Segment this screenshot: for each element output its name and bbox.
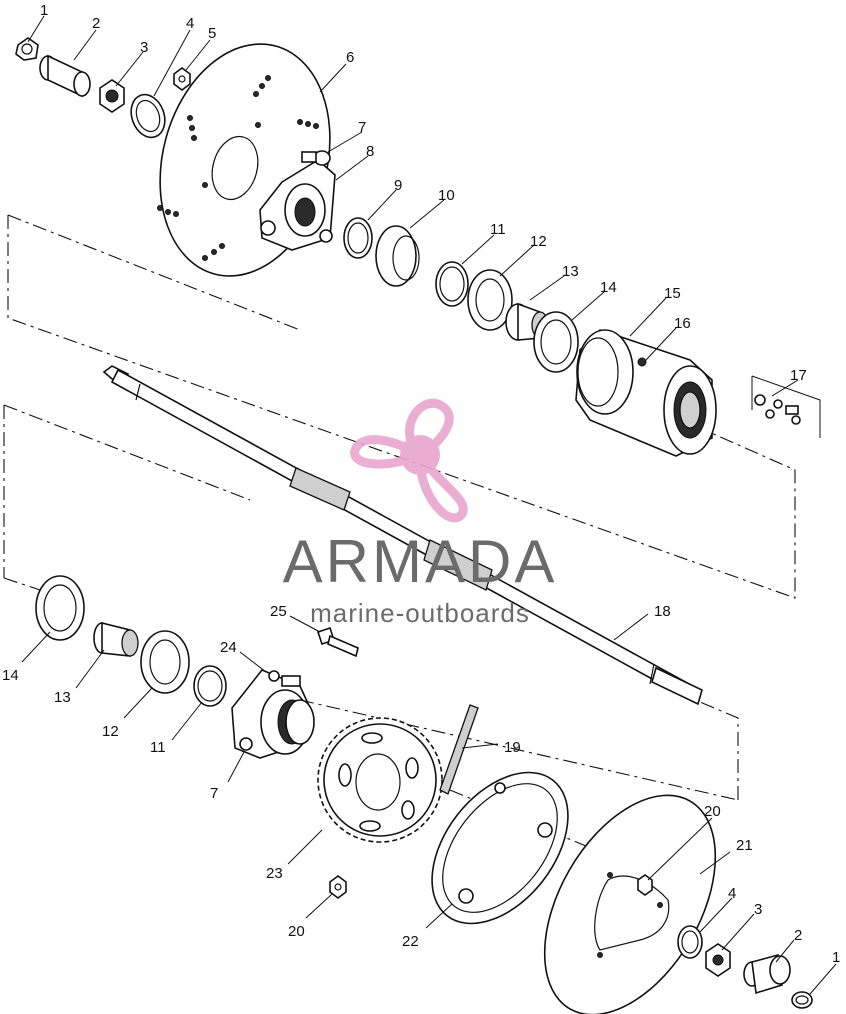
callout-4-lower: 4 bbox=[728, 885, 736, 902]
callout-23: 23 bbox=[266, 865, 283, 882]
callout-20-lower: 20 bbox=[288, 923, 305, 940]
callout-7-upper: 7 bbox=[358, 119, 366, 136]
part-2-spacer-upper bbox=[39, 54, 91, 98]
part-19-chain bbox=[439, 704, 479, 795]
callout-14-lower: 14 bbox=[2, 667, 19, 684]
part-18-rear-axle bbox=[102, 365, 703, 706]
part-8-hub-upper bbox=[259, 159, 336, 251]
callout-20-disc: 20 bbox=[704, 803, 721, 820]
part-25-bolt bbox=[316, 626, 359, 658]
part-7-stud-lower bbox=[281, 675, 301, 687]
part-3-nut-lower bbox=[705, 943, 731, 977]
part-24-sprocket-hub bbox=[231, 669, 315, 759]
callout-17: 17 bbox=[790, 367, 807, 384]
part-4-washer-upper bbox=[130, 93, 166, 139]
callout-4-upper: 4 bbox=[186, 15, 194, 32]
callout-16: 16 bbox=[674, 315, 691, 332]
leader-lines bbox=[21, 15, 837, 995]
part-1-snap-ring-upper bbox=[15, 37, 39, 61]
callout-5-upper: 5 bbox=[208, 25, 216, 42]
part-12-bearing-cup-upper bbox=[467, 269, 513, 331]
callout-21: 21 bbox=[736, 837, 753, 854]
callout-13-upper: 13 bbox=[562, 263, 579, 280]
part-4-washer-lower bbox=[677, 925, 703, 959]
part-11-seal-lower bbox=[193, 665, 227, 707]
callout-14-upper: 14 bbox=[600, 279, 617, 296]
part-16-grease-fitting bbox=[637, 357, 647, 367]
part-17-bolt-kit bbox=[751, 375, 821, 438]
callout-11-lower: 11 bbox=[150, 739, 166, 756]
propeller-logo bbox=[350, 398, 468, 523]
callout-2-lower: 2 bbox=[794, 927, 802, 944]
callout-24: 24 bbox=[220, 639, 237, 656]
part-23-sprocket bbox=[317, 717, 443, 843]
part-5-nut-small-upper bbox=[173, 67, 191, 91]
callout-13-lower: 13 bbox=[54, 689, 71, 706]
callout-3-upper: 3 bbox=[140, 39, 148, 56]
callout-25: 25 bbox=[270, 603, 287, 620]
callout-2-upper: 2 bbox=[92, 15, 100, 32]
callout-12-upper: 12 bbox=[530, 233, 547, 250]
callout-6: 6 bbox=[346, 49, 354, 66]
part-3-nut-upper bbox=[99, 79, 125, 113]
callout-1-upper: 1 bbox=[40, 2, 48, 19]
part-14-bearing-race-2-upper bbox=[533, 311, 579, 373]
part-20-nut-lower bbox=[329, 875, 347, 899]
part-11-seal-upper bbox=[435, 261, 469, 307]
callout-1-lower: 1 bbox=[832, 949, 840, 966]
part-10-bearing-race-upper bbox=[375, 225, 420, 287]
callout-9: 9 bbox=[394, 177, 402, 194]
callout-22: 22 bbox=[402, 933, 419, 950]
callout-labels: 1 2 3 4 5 6 7 8 9 10 11 12 13 14 15 16 1… bbox=[2, 2, 840, 966]
part-15-bearing-housing bbox=[575, 329, 717, 457]
callout-3-lower: 3 bbox=[754, 901, 762, 918]
part-1-snap-ring-lower bbox=[791, 991, 813, 1009]
callout-10: 10 bbox=[438, 187, 455, 204]
brand-tagline: marine-outboards bbox=[310, 598, 530, 628]
armada-watermark: ARMADA marine-outboards bbox=[283, 398, 558, 628]
part-22-brake-guard bbox=[431, 771, 569, 925]
callout-11-upper: 11 bbox=[490, 221, 506, 238]
part-9-retaining-ring-upper bbox=[343, 217, 373, 259]
part-14-bearing-race-lower bbox=[35, 575, 85, 641]
brand-name: ARMADA bbox=[283, 528, 558, 595]
part-13-bearing-cone-lower bbox=[93, 621, 139, 657]
part-12-bearing-cup-lower bbox=[140, 630, 190, 694]
callout-12-lower: 12 bbox=[102, 723, 119, 740]
part-2-spacer-lower bbox=[743, 953, 791, 995]
callout-7-lower: 7 bbox=[210, 785, 218, 802]
callout-8: 8 bbox=[366, 143, 374, 160]
callout-18: 18 bbox=[654, 603, 671, 620]
callout-19: 19 bbox=[504, 739, 521, 756]
callout-15: 15 bbox=[664, 285, 681, 302]
part-7-stud-upper bbox=[301, 150, 331, 166]
